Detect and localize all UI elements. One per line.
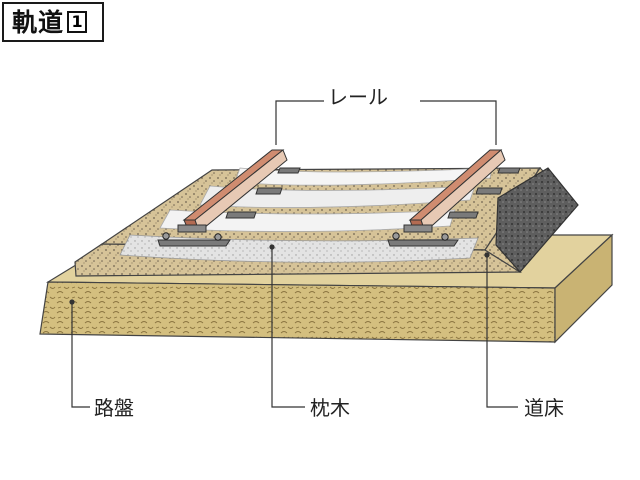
label-subgrade: 路盤 — [94, 396, 134, 420]
label-rail: レール — [328, 85, 388, 109]
leader-ballast — [486, 255, 518, 408]
leader-rail-right — [420, 100, 497, 145]
leader-lines — [69, 100, 518, 408]
label-sleeper: 枕木 — [310, 396, 350, 420]
leader-sleeper — [271, 247, 305, 408]
rail-right — [387, 149, 521, 247]
rail-left — [157, 149, 301, 247]
title-number-badge: 1 — [67, 11, 88, 33]
label-ballast: 道床 — [524, 396, 564, 420]
ballast-cut-block — [495, 167, 579, 273]
title-box: 軌道 1 — [2, 2, 104, 42]
leader-subgrade — [71, 302, 90, 408]
leader-rail — [275, 100, 324, 145]
title-text: 軌道 — [12, 7, 65, 37]
